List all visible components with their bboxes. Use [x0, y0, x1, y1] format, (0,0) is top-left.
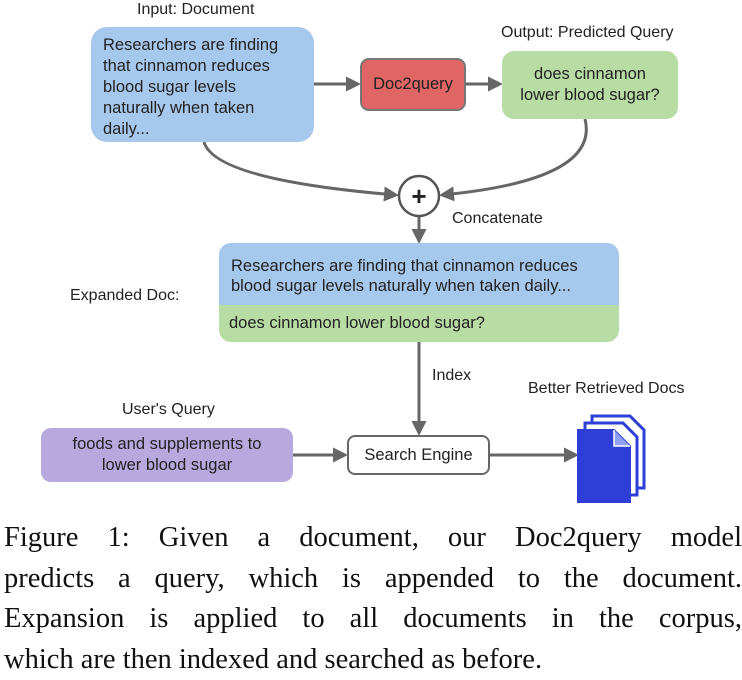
- input-document-label: Input: Document: [137, 1, 254, 19]
- users-query-label: User's Query: [122, 401, 215, 419]
- expanded-doc-query-text: does cinnamon lower blood sugar?: [229, 314, 485, 332]
- doc2query-box: Doc2query: [360, 58, 466, 111]
- input-document-box: Researchers are finding that cinnamon re…: [91, 27, 314, 142]
- caption-line-3: Expansion is applied to all documents in…: [4, 599, 742, 640]
- concat-plus-icon: +: [399, 181, 439, 211]
- output-predicted-query-label: Output: Predicted Query: [501, 24, 674, 42]
- arrow-input-to-concat: [204, 142, 396, 195]
- stacked-documents-icon: [578, 416, 644, 502]
- input-document-text: Researchers are finding that cinnamon re…: [103, 36, 278, 138]
- concatenate-label: Concatenate: [452, 210, 543, 228]
- index-label: Index: [432, 367, 471, 385]
- predicted-query-text: does cinnamon lower blood sugar?: [516, 64, 664, 106]
- expanded-doc-text-block: Researchers are finding that cinnamon re…: [219, 243, 619, 305]
- caption-line-4: which are then indexed and searched as b…: [4, 640, 742, 680]
- expanded-doc-label: Expanded Doc:: [70, 287, 179, 305]
- expanded-doc-line-2: blood sugar levels naturally when taken …: [231, 276, 607, 296]
- search-engine-label: Search Engine: [364, 445, 472, 466]
- arrow-output-to-concat: [442, 119, 586, 195]
- expanded-doc-box: Researchers are finding that cinnamon re…: [219, 243, 619, 342]
- expanded-doc-query-block: does cinnamon lower blood sugar?: [219, 305, 619, 342]
- caption-line-1: Figure 1: Given a document, our Doc2quer…: [4, 518, 742, 559]
- users-query-text: foods and supplements to lower blood sug…: [67, 434, 267, 476]
- figure-caption: Figure 1: Given a document, our Doc2quer…: [4, 518, 742, 680]
- better-retrieved-docs-label: Better Retrieved Docs: [528, 380, 685, 398]
- users-query-box: foods and supplements to lower blood sug…: [41, 428, 293, 482]
- expanded-doc-line-1: Researchers are finding that cinnamon re…: [231, 256, 607, 276]
- doc2query-label: Doc2query: [373, 74, 453, 95]
- caption-line-2: predicts a query, which is appended to t…: [4, 559, 742, 600]
- predicted-query-box: does cinnamon lower blood sugar?: [502, 51, 678, 119]
- search-engine-box: Search Engine: [347, 435, 490, 475]
